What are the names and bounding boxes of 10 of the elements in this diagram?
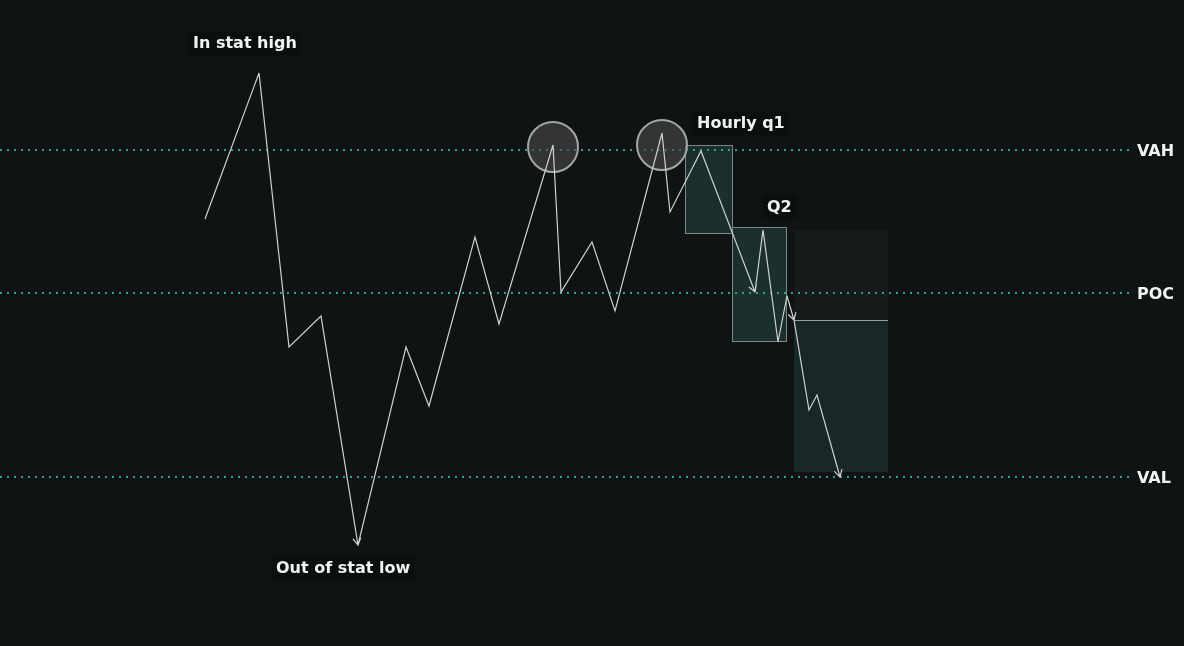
level-label: POC: [1136, 283, 1176, 305]
chart-annotation: Out of stat low: [272, 556, 415, 580]
range-box: [685, 145, 733, 234]
level-label: VAL: [1136, 467, 1172, 489]
range-box: [732, 227, 787, 342]
range-heading: Q2: [763, 195, 796, 219]
range-heading: Hourly q1: [693, 111, 789, 135]
chart-annotation: In stat high: [189, 31, 301, 55]
level-label: VAH: [1136, 140, 1176, 162]
projection-zone: [794, 230, 888, 472]
